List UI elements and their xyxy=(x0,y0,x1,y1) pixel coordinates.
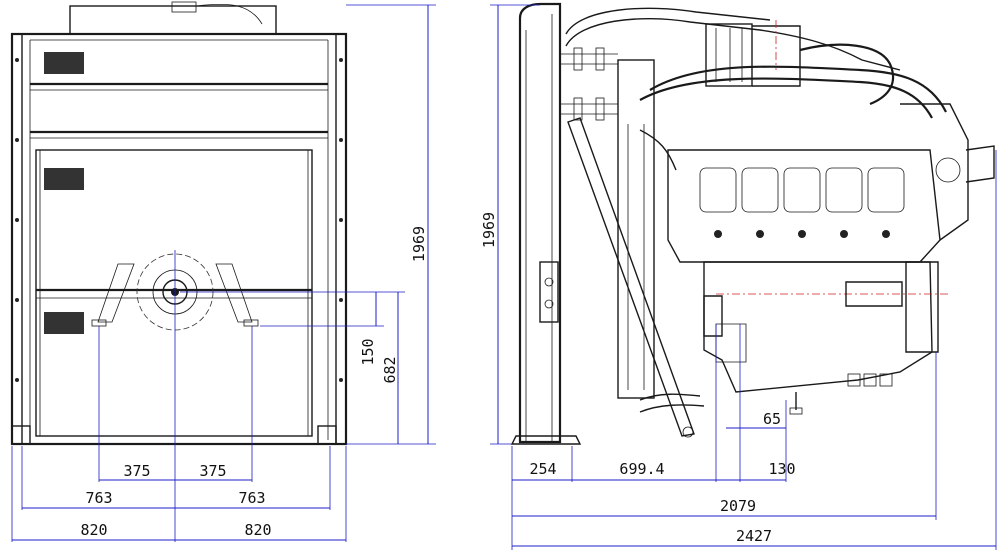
base-plate xyxy=(510,435,582,445)
upper-pipe xyxy=(565,18,901,71)
dim-763-left: 763 xyxy=(85,489,112,507)
side-height-label: 1969 xyxy=(480,212,498,248)
intake-pipe xyxy=(649,65,947,113)
dim-150: 150 xyxy=(359,338,377,365)
column-bracket xyxy=(539,261,559,323)
flywheel-housing xyxy=(905,261,939,353)
radiator-top-tank xyxy=(69,5,277,35)
filler-cap xyxy=(171,1,197,13)
crankcase-sump xyxy=(703,261,933,393)
cylinder-heads xyxy=(699,167,905,213)
radiator-core-side xyxy=(617,59,655,399)
dim-820-left: 820 xyxy=(80,521,107,539)
dim-682: 682 xyxy=(381,356,399,383)
dim-763-right: 763 xyxy=(238,489,265,507)
air-filter xyxy=(705,23,753,87)
dim-254: 254 xyxy=(529,460,556,478)
dim-699-4: 699.4 xyxy=(619,460,664,478)
side-view xyxy=(510,2,995,445)
dim-375-left: 375 xyxy=(123,462,150,480)
front-height-label: 1969 xyxy=(410,226,428,262)
dim-820-right: 820 xyxy=(244,521,271,539)
dim-65: 65 xyxy=(763,410,781,428)
front-view-dimensions: 1969 150 682 375 375 763 763 820 820 xyxy=(11,4,436,542)
front-frame xyxy=(10,32,348,446)
front-view xyxy=(10,1,348,446)
dim-375-right: 375 xyxy=(199,462,226,480)
exhaust-elbow xyxy=(799,43,895,106)
stay-rod xyxy=(567,117,695,437)
engine-block xyxy=(667,149,941,263)
radiator-column xyxy=(518,2,562,444)
dim-2079: 2079 xyxy=(720,497,756,515)
dim-2427: 2427 xyxy=(736,527,772,545)
side-view-dimensions: 1969 65 254 699.4 130 2079 2427 xyxy=(480,4,997,550)
dim-130: 130 xyxy=(768,460,795,478)
turbo-housing xyxy=(900,103,969,241)
louvre-grille xyxy=(44,52,84,334)
